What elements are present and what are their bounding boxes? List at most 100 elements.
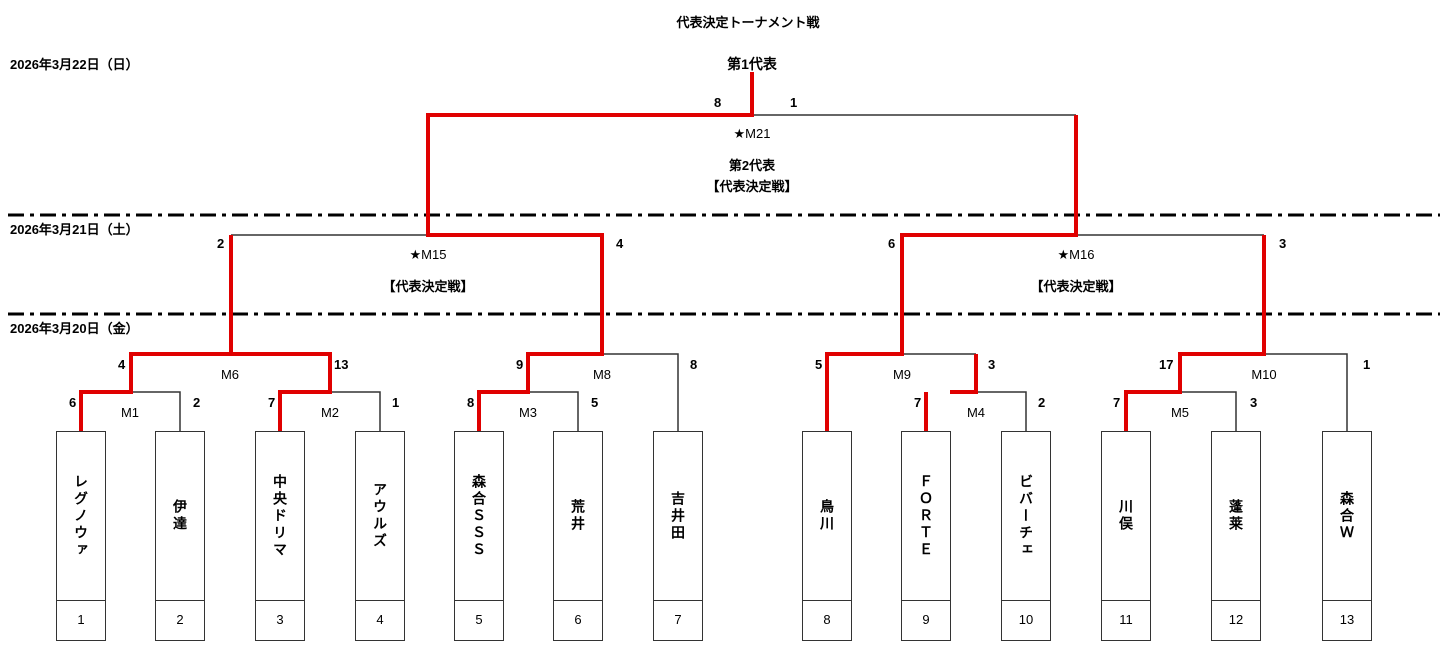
final-score-right: 1 xyxy=(790,95,798,110)
team-name-cell: ＦＯＲＴＥ xyxy=(902,432,950,601)
team-box: アウルズ 4 xyxy=(355,431,405,641)
semi2-score-left: 6 xyxy=(888,236,896,251)
champion-label: 第1代表 xyxy=(727,56,777,72)
team-box: 吉井田 7 xyxy=(653,431,703,641)
team-box: 森合ＳＳＳ 5 xyxy=(454,431,504,641)
team-box: 川俣 11 xyxy=(1101,431,1151,641)
team-box: 伊達 2 xyxy=(155,431,205,641)
semi1-score-right: 4 xyxy=(616,236,624,251)
m8-bracket xyxy=(602,353,679,431)
m4-score-right: 2 xyxy=(1038,395,1046,410)
semi1-match-label: ★M15 xyxy=(409,247,447,262)
winner-path-m4 xyxy=(950,354,978,394)
m10-match-label: M10 xyxy=(1251,367,1277,382)
final-match-label: ★M21 xyxy=(733,126,771,141)
m5-match-label: M5 xyxy=(1170,405,1190,420)
team-box: 荒井 6 xyxy=(553,431,603,641)
winner-path-m10 xyxy=(1124,235,1266,431)
team-box: 鳥川 8 xyxy=(802,431,852,641)
m10-score-right: 1 xyxy=(1363,357,1371,372)
team-name: ビバーチェ xyxy=(1018,473,1034,559)
semi2-sub: 【代表決定戦】 xyxy=(1030,279,1122,294)
m8-score-right: 8 xyxy=(690,357,698,372)
team-name-cell: 川俣 xyxy=(1102,432,1150,601)
team-name: 吉井田 xyxy=(670,490,686,542)
team-name: レグノウァ xyxy=(73,473,89,559)
m9-score-right: 3 xyxy=(988,357,996,372)
team-box: ＦＯＲＴＥ 9 xyxy=(901,431,951,641)
team-name-cell: 鳥川 xyxy=(803,432,851,601)
final-score-left: 8 xyxy=(714,95,722,110)
team-number: 9 xyxy=(922,612,930,627)
team-name-cell: 蓬莱 xyxy=(1212,432,1260,601)
team-name-cell: 荒井 xyxy=(554,432,602,601)
team-name-cell: 伊達 xyxy=(156,432,204,601)
m6-match-label: M6 xyxy=(220,367,240,382)
team-number: 8 xyxy=(823,612,831,627)
m2-score-left: 7 xyxy=(268,395,276,410)
m1-score-left: 6 xyxy=(69,395,77,410)
team-number: 1 xyxy=(77,612,85,627)
m8-match-label: M8 xyxy=(592,367,612,382)
team-name: 荒井 xyxy=(570,499,586,533)
m5-score-left: 7 xyxy=(1113,395,1121,410)
semi1-score-left: 2 xyxy=(217,236,225,251)
team-number: 11 xyxy=(1119,612,1133,627)
team-box: 森合Ｗ 13 xyxy=(1322,431,1372,641)
team-number: 2 xyxy=(176,612,184,627)
team-number: 13 xyxy=(1339,612,1355,627)
team-number: 6 xyxy=(574,612,582,627)
m1-score-right: 2 xyxy=(193,395,201,410)
team-name: アウルズ xyxy=(372,482,388,550)
final-sub1: 第2代表 xyxy=(728,158,776,173)
team-number: 10 xyxy=(1018,612,1034,627)
m9-score-left: 5 xyxy=(815,357,823,372)
m9-match-label: M9 xyxy=(892,367,912,382)
m6-score-left: 4 xyxy=(118,357,126,372)
team-name: 川俣 xyxy=(1118,499,1134,533)
m2-score-right: 1 xyxy=(392,395,400,410)
m2-match-label: M2 xyxy=(320,405,340,420)
team-name-cell: アウルズ xyxy=(356,432,404,601)
m1-match-label: M1 xyxy=(120,405,140,420)
m3-score-left: 8 xyxy=(467,395,475,410)
team-name-cell: 森合Ｗ xyxy=(1323,432,1371,601)
team-number: 12 xyxy=(1228,612,1244,627)
team-number: 7 xyxy=(674,612,682,627)
team-name: 蓬莱 xyxy=(1228,499,1244,533)
winner-path-left-b xyxy=(231,352,332,431)
team-name-cell: ビバーチェ xyxy=(1002,432,1050,601)
team-name: ＦＯＲＴＥ xyxy=(918,473,934,559)
team-name: 森合Ｗ xyxy=(1339,490,1355,542)
winner-path-center xyxy=(426,72,754,431)
semi2-match-label: ★M16 xyxy=(1057,247,1095,262)
team-box: 蓬莱 12 xyxy=(1211,431,1261,641)
team-name-cell: レグノウァ xyxy=(57,432,105,601)
team-box: レグノウァ 1 xyxy=(56,431,106,641)
date-day2: 2026年3月21日（土） xyxy=(10,222,139,237)
final-sub2: 【代表決定戦】 xyxy=(706,179,798,194)
m8-score-left: 9 xyxy=(516,357,524,372)
m10-score-left: 17 xyxy=(1159,357,1174,372)
team-name: 鳥川 xyxy=(819,499,835,533)
team-name: 中央ドリマ xyxy=(272,473,288,559)
date-day1: 2026年3月20日（金） xyxy=(10,321,139,336)
team-name: 森合ＳＳＳ xyxy=(471,473,487,559)
m4-score-left: 7 xyxy=(914,395,922,410)
m5-score-right: 3 xyxy=(1250,395,1258,410)
page-title: 代表決定トーナメント戦 xyxy=(676,15,820,30)
semi2-score-right: 3 xyxy=(1279,236,1287,251)
team-number: 4 xyxy=(376,612,384,627)
winner-path-m9 xyxy=(825,115,1078,431)
m3-score-right: 5 xyxy=(591,395,599,410)
team-number: 5 xyxy=(475,612,483,627)
semi1-sub: 【代表決定戦】 xyxy=(382,279,474,294)
team-name-cell: 森合ＳＳＳ xyxy=(455,432,503,601)
team-name-cell: 吉井田 xyxy=(654,432,702,601)
team-name: 伊達 xyxy=(172,499,188,533)
m6-score-right: 13 xyxy=(334,357,349,372)
m4-match-label: M4 xyxy=(966,405,986,420)
m4-bracket xyxy=(976,391,1027,431)
